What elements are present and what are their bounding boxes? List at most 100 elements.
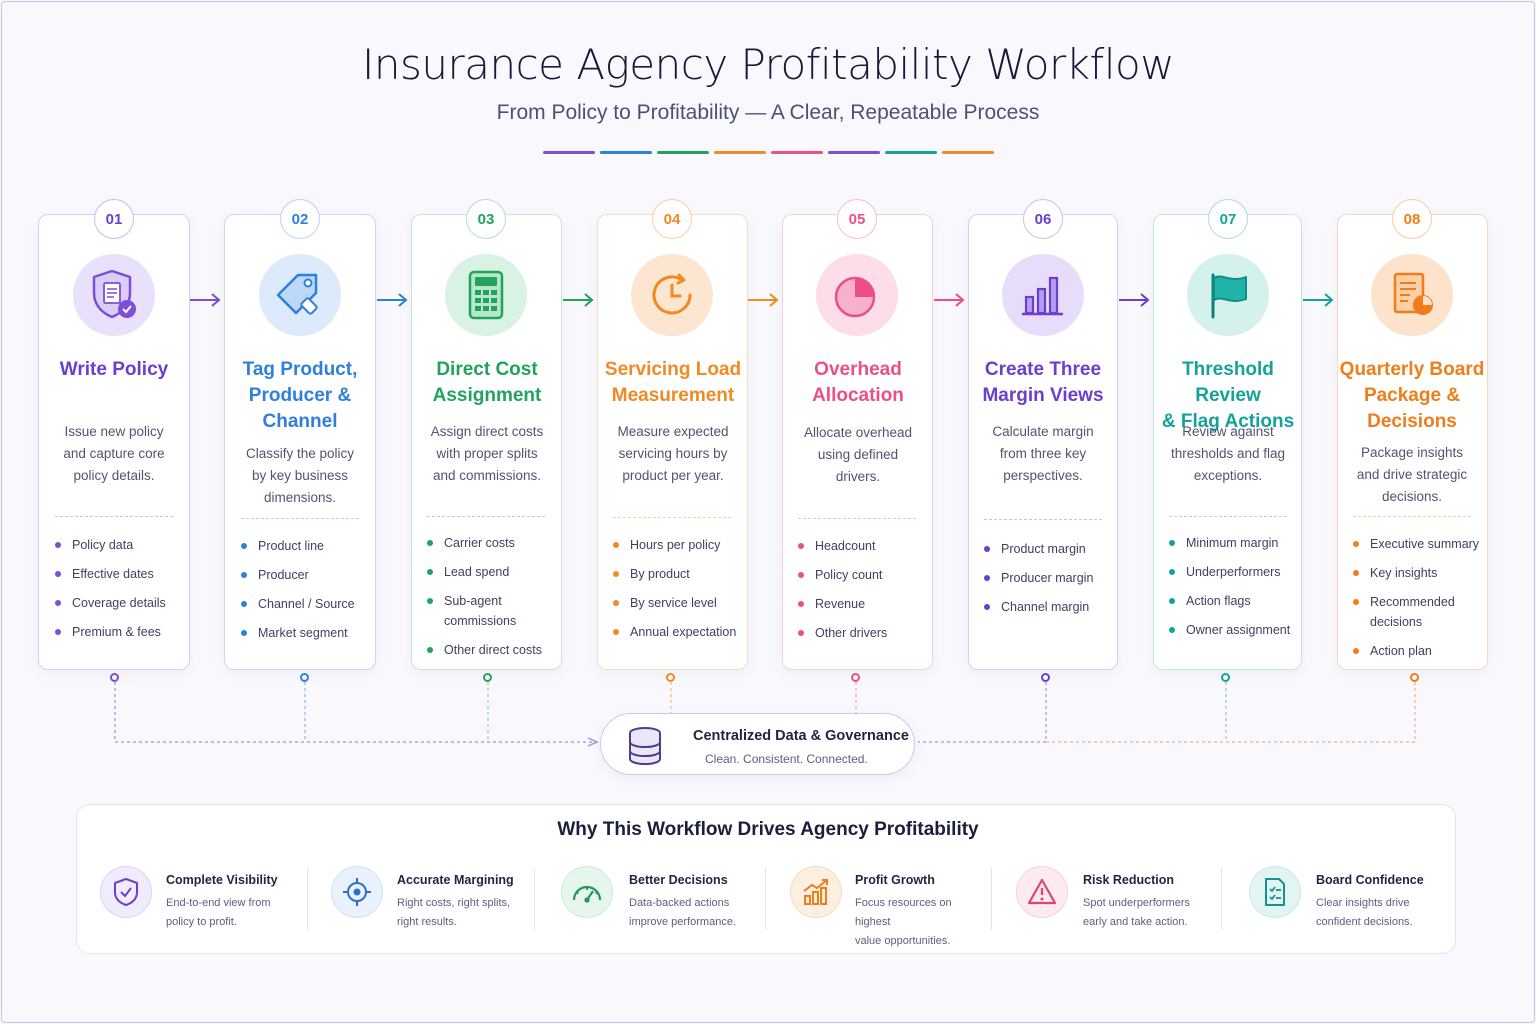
list-item: Minimum margin <box>1169 533 1309 553</box>
benefit-title: Accurate Margining <box>397 873 514 887</box>
list-item: Effective dates <box>55 564 195 584</box>
tag-icon <box>259 254 341 336</box>
arrow-right-icon <box>1303 293 1334 307</box>
benefits-panel <box>76 804 1456 954</box>
arrow-right-icon <box>748 293 779 307</box>
list-item: By service level <box>613 593 753 613</box>
divider <box>765 868 766 930</box>
benefit-description: Right costs, right splits,right results. <box>397 897 511 928</box>
step-bullets: Product margin Producer margin Channel m… <box>984 539 1124 626</box>
divider <box>984 519 1102 520</box>
divider <box>613 517 731 518</box>
divider <box>427 516 545 517</box>
page-title: Insurance Agency Profitability Workflow <box>361 40 1175 89</box>
step-number: 04 <box>652 199 692 239</box>
list-item: Annual expectation <box>613 622 753 642</box>
step-number: 03 <box>466 199 506 239</box>
checklist-icon <box>1249 866 1301 918</box>
step-number: 05 <box>837 199 877 239</box>
step-title: Tag Product,Producer &Channel <box>242 359 358 432</box>
hub-subtitle: Clean. Consistent. Connected. <box>705 752 868 766</box>
list-item: Channel / Source <box>241 594 381 614</box>
list-item: Producer margin <box>984 568 1124 588</box>
list-item: Policy data <box>55 535 195 555</box>
step-bullets: Carrier costs Lead spend Sub-agent commi… <box>427 533 567 669</box>
shield-check-icon <box>100 866 152 918</box>
shield-document-icon <box>73 254 155 336</box>
connector-dot <box>851 673 860 682</box>
divider <box>55 516 173 517</box>
step-number: 06 <box>1023 199 1063 239</box>
clock-icon <box>631 254 713 336</box>
divider <box>534 868 535 930</box>
list-item: Product line <box>241 536 381 556</box>
target-icon <box>331 866 383 918</box>
benefit-title: Risk Reduction <box>1083 873 1174 887</box>
divider <box>798 518 916 519</box>
step-bullets: Policy data Effective dates Coverage det… <box>55 535 195 651</box>
step-number: 08 <box>1392 199 1432 239</box>
step-bullets: Executive summary Key insights Recommend… <box>1353 534 1493 670</box>
list-item: Underperformers <box>1169 562 1309 582</box>
arrow-right-icon <box>377 293 408 307</box>
connector-dot <box>483 673 492 682</box>
divider <box>1169 516 1287 517</box>
database-icon <box>629 727 661 766</box>
benefit-title: Complete Visibility <box>166 873 278 887</box>
list-item: Market segment <box>241 623 381 643</box>
bar-chart-icon <box>1002 254 1084 336</box>
list-item: Action flags <box>1169 591 1309 611</box>
connector-dot <box>1221 673 1230 682</box>
list-item: Recommended decisions <box>1353 592 1493 632</box>
list-item: Coverage details <box>55 593 195 613</box>
list-item: Key insights <box>1353 563 1493 583</box>
gauge-icon <box>561 866 613 918</box>
connector-dot <box>1041 673 1050 682</box>
hub-title: Centralized Data & Governance <box>693 728 909 744</box>
step-bullets: Hours per policy By product By service l… <box>613 535 753 651</box>
step-bullets: Product line Producer Channel / Source M… <box>241 536 381 652</box>
step-bullets: Headcount Policy count Revenue Other dri… <box>798 536 938 652</box>
list-item: Other direct costs <box>427 640 567 660</box>
connector-dot <box>110 673 119 682</box>
list-item: Revenue <box>798 594 938 614</box>
list-item: Headcount <box>798 536 938 556</box>
arrow-right-icon <box>563 293 594 307</box>
divider <box>241 518 359 519</box>
list-item: Owner assignment <box>1169 620 1309 640</box>
benefits-title: Why This Workflow Drives Agency Profitab… <box>557 819 979 840</box>
divider <box>1221 868 1222 930</box>
list-item: Action plan <box>1353 641 1493 661</box>
calculator-icon <box>445 254 527 336</box>
list-item: Carrier costs <box>427 533 567 553</box>
list-item: Sub-agent commissions <box>427 591 567 631</box>
list-item: Producer <box>241 565 381 585</box>
warning-icon <box>1016 866 1068 918</box>
step-title: Write Policy <box>59 359 169 380</box>
divider <box>1353 516 1471 517</box>
list-item: By product <box>613 564 753 584</box>
arrow-right-icon <box>934 293 965 307</box>
list-item: Lead spend <box>427 562 567 582</box>
report-icon <box>1371 254 1453 336</box>
benefit-title: Board Confidence <box>1316 873 1424 887</box>
list-item: Policy count <box>798 565 938 585</box>
step-bullets: Minimum margin Underperformers Action fl… <box>1169 533 1309 649</box>
